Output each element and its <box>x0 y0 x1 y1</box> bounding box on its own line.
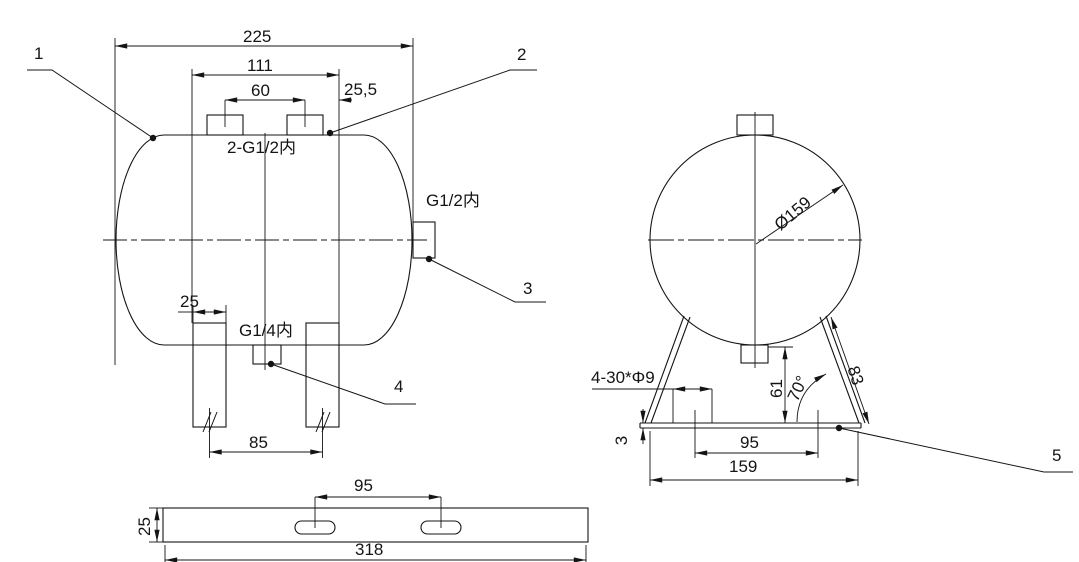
callout-1: 1 <box>34 44 44 63</box>
end-view-geometry <box>639 114 866 429</box>
callout-dots <box>149 129 843 432</box>
callout-5: 5 <box>1052 446 1062 465</box>
bottom-port <box>252 344 282 365</box>
base-view-geometry <box>162 507 589 543</box>
dim-leg-centers: 85 <box>249 433 268 452</box>
dim-leg-span: 111 <box>247 56 273 75</box>
dim-leg-width: 25 <box>180 292 199 311</box>
callout-2: 2 <box>517 45 527 64</box>
bottom-port-label: G1/4内 <box>239 321 293 340</box>
side-view-dimensions <box>114 38 414 458</box>
dim-plate-thickness: 3 <box>612 435 632 446</box>
dim-port-spacing: 60 <box>251 81 270 100</box>
end-base-plate <box>639 422 862 429</box>
dim-base-width: 159 <box>729 457 758 476</box>
dim-slot-spacing-end: 95 <box>740 433 759 452</box>
dim-plate-width: 25 <box>134 517 154 536</box>
top-ports-label: 2-G1/2内 <box>227 138 296 157</box>
end-bottom-port <box>740 344 769 364</box>
callout-4: 4 <box>394 377 404 396</box>
base-plate-outline <box>162 507 589 543</box>
side-view-centerlines <box>103 100 427 370</box>
dim-overall-length: 225 <box>243 27 272 46</box>
dim-slot-spacing-base: 95 <box>354 476 373 495</box>
leg-break-marks <box>202 411 331 433</box>
side-port-label: G1/2内 <box>426 191 480 210</box>
side-view-geometry <box>115 114 436 433</box>
holes-label: 4-30*Φ9 <box>591 368 655 387</box>
dim-plate-length: 318 <box>355 540 384 559</box>
dim-port-offset: 25,5 <box>344 80 378 99</box>
callout-leaders <box>27 69 1073 473</box>
base-view-dimensions <box>149 494 587 562</box>
end-view-centerlines <box>648 112 862 368</box>
end-left-leg <box>644 315 691 424</box>
callout-3: 3 <box>523 279 533 298</box>
dim-height-61: 61 <box>766 379 786 398</box>
end-view-dimensions <box>592 184 870 486</box>
